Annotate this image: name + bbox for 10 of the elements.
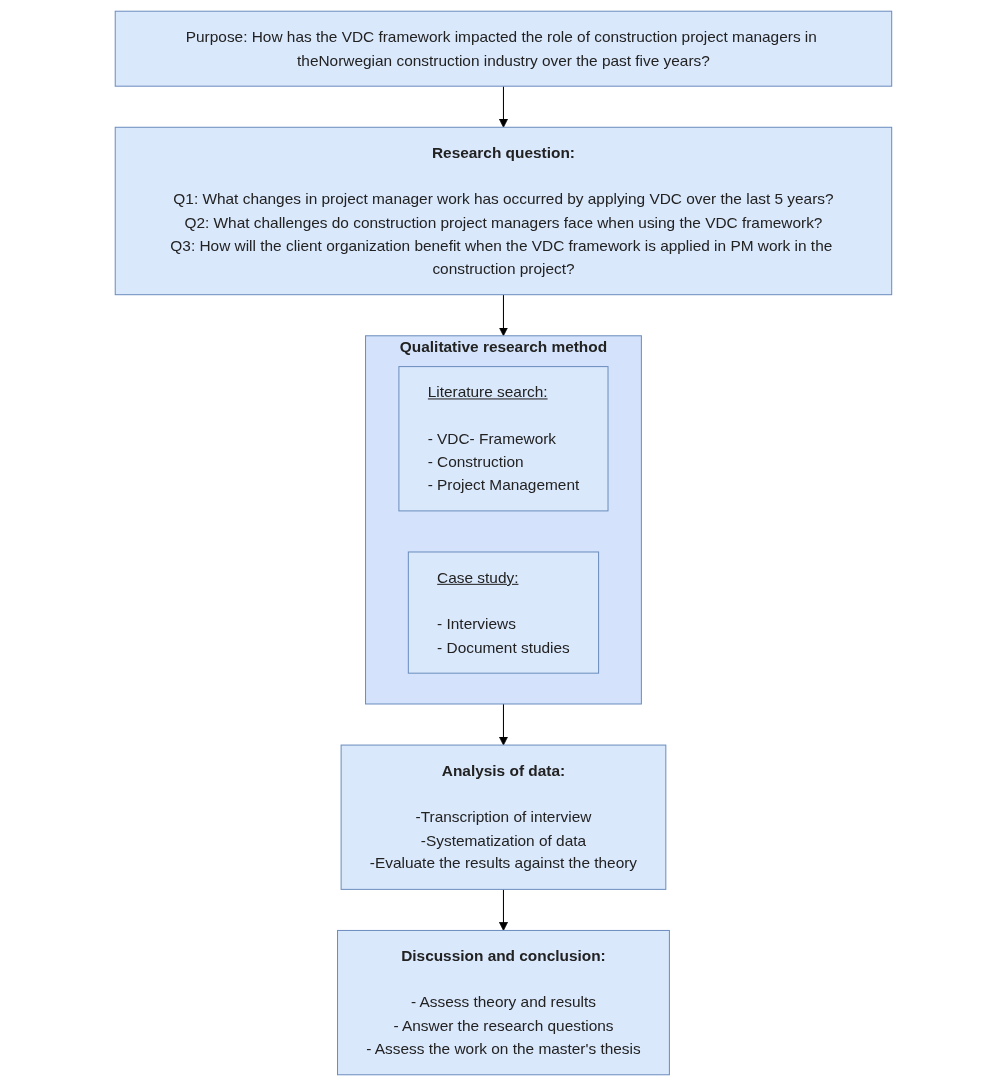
node-box: Discussion and conclusion: - Assess theory and results - Answer the research questions - Assess the work on the master's thesis (337, 929, 670, 1076)
node-box: Purpose: How has the VDC framework impacted the role of construction project managers in theNorwegian construction industry over the past five years? (114, 10, 893, 87)
node-box: Case study: - Interviews - Document studies (407, 551, 600, 674)
node-box: Analysis of data: -Transcription of interview -Systematization of data -Evaluate the results against the theory (340, 744, 667, 890)
arrow (498, 888, 508, 931)
arrow (498, 85, 508, 128)
arrow (498, 294, 508, 337)
node-box: Literature search: - VDC- Framework - Construction - Project Management (398, 366, 609, 512)
arrow (498, 703, 508, 746)
node-box: Research question: Q1: What changes in project manager work has occurred by applying VDC over the last 5 years? Q2: What challenges do construction project managers face when using the VDC framework? Q3: How will the client organization benefit when the VDC framework is applied in PM work in the construction project? (114, 126, 893, 296)
